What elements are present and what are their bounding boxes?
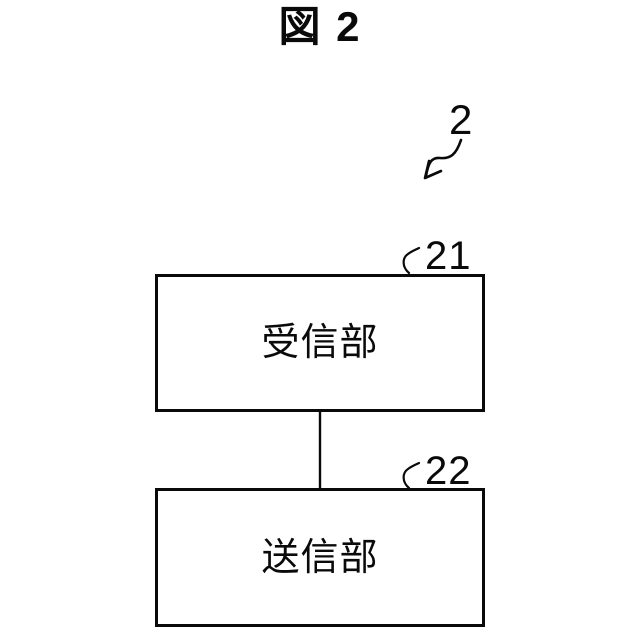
reference-numeral-22: 22: [425, 449, 472, 493]
system-reference-arrow: [424, 138, 463, 178]
block-receiver-label: 受信部: [261, 322, 379, 364]
system-reference-arrowhead: [423, 159, 443, 180]
reference-numeral-21: 21: [425, 234, 472, 278]
block-transmitter-label: 送信部: [261, 536, 379, 579]
block-transmitter: 送信部: [155, 488, 485, 627]
leader-squiggle-21: [402, 246, 421, 275]
reference-numeral-2: 2: [449, 96, 474, 143]
block-receiver: 受信部: [155, 274, 485, 412]
leader-squiggle-22: [402, 461, 421, 490]
figure-title: 図 2: [278, 3, 362, 50]
